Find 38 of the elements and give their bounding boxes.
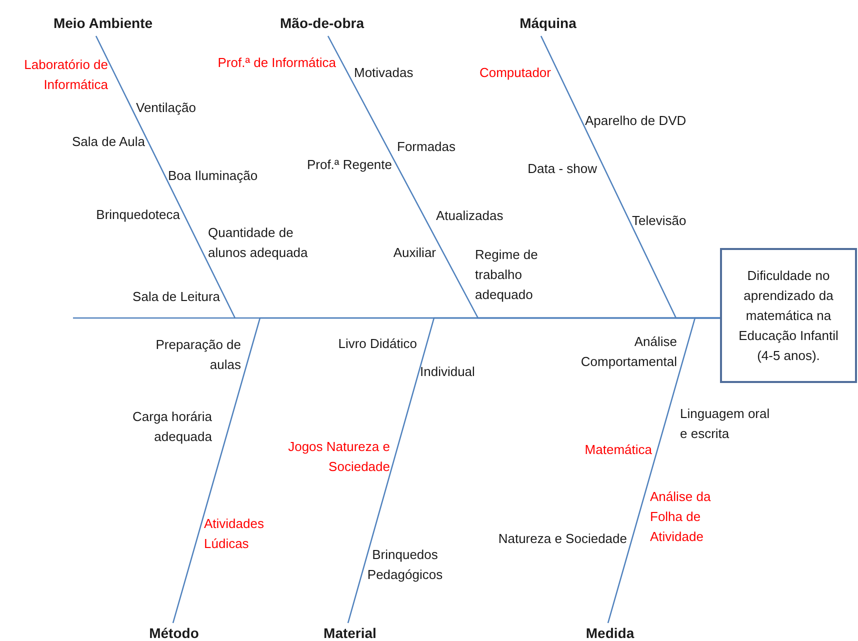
category-heading: Mão-de-obra <box>257 14 387 32</box>
cause-label: Televisão <box>632 212 686 230</box>
cause-label: Aparelho de DVD <box>585 112 686 130</box>
effect-box: Dificuldade no aprendizado da matemática na Educação Infantil (4-5 anos). <box>720 248 857 383</box>
category-heading: Meio Ambiente <box>38 14 168 32</box>
cause-label: Boa Iluminação <box>168 167 258 185</box>
cause-label: Carga horária adequada <box>132 408 212 446</box>
cause-label: Ventilação <box>136 99 196 117</box>
cause-label: Sala de Leitura <box>132 288 220 306</box>
cause-label: Regime de trabalho adequado <box>475 246 539 304</box>
cause-label: Brinquedos Pedagógicos <box>366 546 444 584</box>
cause-label: Linguagem oral e escrita <box>680 405 771 443</box>
cause-label: Análise da Folha de Atividade <box>650 488 712 546</box>
cause-label: Motivadas <box>354 64 414 82</box>
cause-label: Prof.ª Regente <box>306 156 392 174</box>
cause-label: Análise Comportamental <box>580 333 677 371</box>
cause-label: Quantidade de alunos adequada <box>208 224 309 262</box>
cause-label: Atividades Lúdicas <box>204 515 265 553</box>
cause-label: Laboratório de Informática <box>23 56 108 94</box>
category-heading: Material <box>285 624 415 641</box>
cause-label: Sala de Aula <box>72 133 145 151</box>
cause-label: Livro Didático <box>338 335 417 353</box>
bone-line <box>607 317 720 624</box>
cause-label: Computador <box>479 64 551 82</box>
cause-label: Matemática <box>584 441 652 459</box>
category-heading: Medida <box>545 624 675 641</box>
cause-label: Preparação de aulas <box>154 336 241 374</box>
category-heading: Método <box>109 624 239 641</box>
cause-label: Data - show <box>528 160 597 178</box>
category-heading: Máquina <box>483 14 613 32</box>
cause-label: Prof.ª de Informática <box>218 54 336 72</box>
cause-label: Formadas <box>397 138 456 156</box>
cause-label: Individual <box>420 363 475 381</box>
cause-label: Brinquedoteca <box>96 206 180 224</box>
cause-label: Jogos Natureza e Sociedade <box>287 438 390 476</box>
cause-label: Auxiliar <box>393 244 436 262</box>
cause-label: Natureza e Sociedade <box>498 530 627 548</box>
cause-label: Atualizadas <box>436 207 504 225</box>
